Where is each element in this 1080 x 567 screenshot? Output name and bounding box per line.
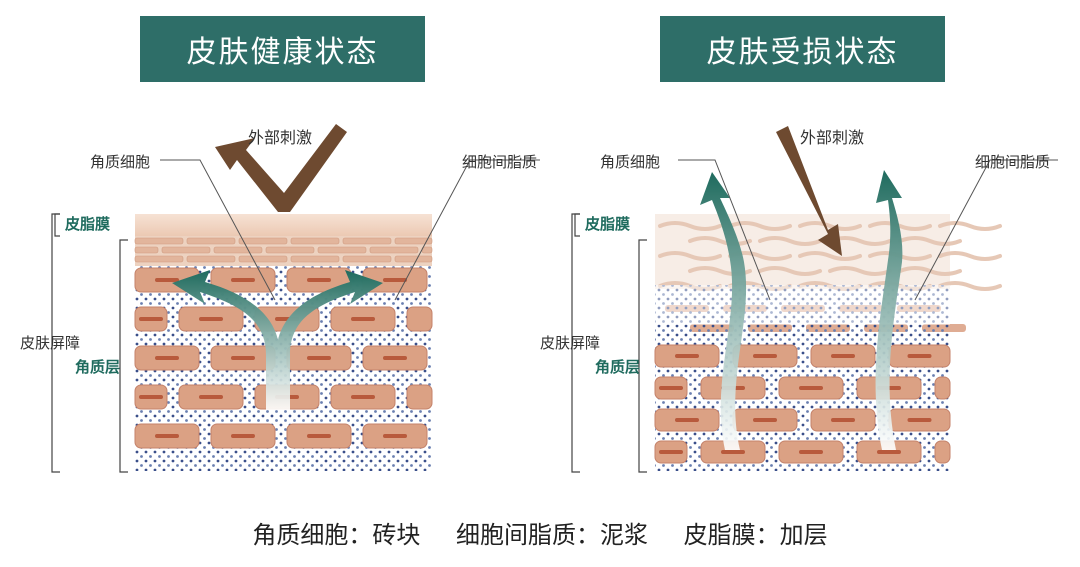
healthy-lipid-leader bbox=[394, 159, 540, 301]
healthy-stratum-bracket bbox=[119, 239, 128, 473]
healthy-sebum-label: 皮脂膜 bbox=[65, 215, 111, 233]
brick bbox=[406, 384, 433, 410]
damaged-stratum-label: 角质层 bbox=[595, 358, 641, 376]
damaged-skin bbox=[571, 126, 1058, 473]
damaged-title: 皮肤受损状态 bbox=[660, 16, 945, 82]
damaged-sebum-label: 皮脂膜 bbox=[585, 215, 631, 233]
healthy-stimulus-arrow-icon bbox=[215, 124, 347, 212]
healthy-upper-bricks bbox=[134, 237, 433, 263]
brick bbox=[934, 440, 951, 464]
healthy-stratum-label: 角质层 bbox=[75, 358, 121, 376]
damaged-lipid-leader bbox=[914, 159, 1058, 301]
damaged-teal-arrow-left-icon bbox=[700, 172, 747, 450]
healthy-sebum-layer bbox=[135, 214, 432, 236]
healthy-barrier-label: 皮肤屏障 bbox=[20, 334, 81, 352]
damaged-teal-arrow-right-icon bbox=[875, 170, 903, 450]
damaged-stratum-bracket bbox=[638, 239, 647, 473]
damaged-stimulus-label: 外部刺激 bbox=[800, 128, 865, 147]
healthy-lipid-label: 细胞间脂质 bbox=[462, 153, 538, 171]
caption-lipid: 细胞间脂质：泥浆 bbox=[456, 521, 648, 549]
damaged-corneocyte-label: 角质细胞 bbox=[600, 153, 661, 171]
damaged-corneocyte-leader bbox=[678, 159, 771, 301]
brick bbox=[406, 306, 433, 332]
healthy-stimulus-label: 外部刺激 bbox=[248, 128, 313, 147]
healthy-corneocyte-leader bbox=[160, 159, 276, 301]
healthy-sebum-bracket bbox=[54, 213, 60, 237]
healthy-teal-arrow-icon bbox=[172, 270, 383, 410]
caption-sebum: 皮脂膜：加层 bbox=[683, 521, 828, 549]
healthy-corneocyte-label: 角质细胞 bbox=[90, 153, 151, 171]
damaged-sebum-bracket bbox=[574, 213, 580, 237]
damaged-lipid-label: 细胞间脂质 bbox=[975, 153, 1051, 171]
damaged-brick-grid bbox=[654, 344, 951, 464]
brick bbox=[934, 376, 951, 400]
damaged-barrier-label: 皮肤屏障 bbox=[540, 334, 601, 352]
legend-caption: 角质细胞：砖块 细胞间脂质：泥浆 皮脂膜：加层 bbox=[0, 515, 1080, 550]
damaged-stimulus-arrow-icon bbox=[776, 126, 842, 256]
healthy-skin bbox=[51, 124, 540, 473]
caption-corneocyte: 角质细胞：砖块 bbox=[252, 521, 421, 549]
damaged-barrier-bracket bbox=[571, 213, 580, 473]
healthy-brick-grid bbox=[134, 267, 433, 449]
healthy-barrier-bracket bbox=[51, 213, 60, 473]
healthy-title: 皮肤健康状态 bbox=[140, 16, 425, 82]
